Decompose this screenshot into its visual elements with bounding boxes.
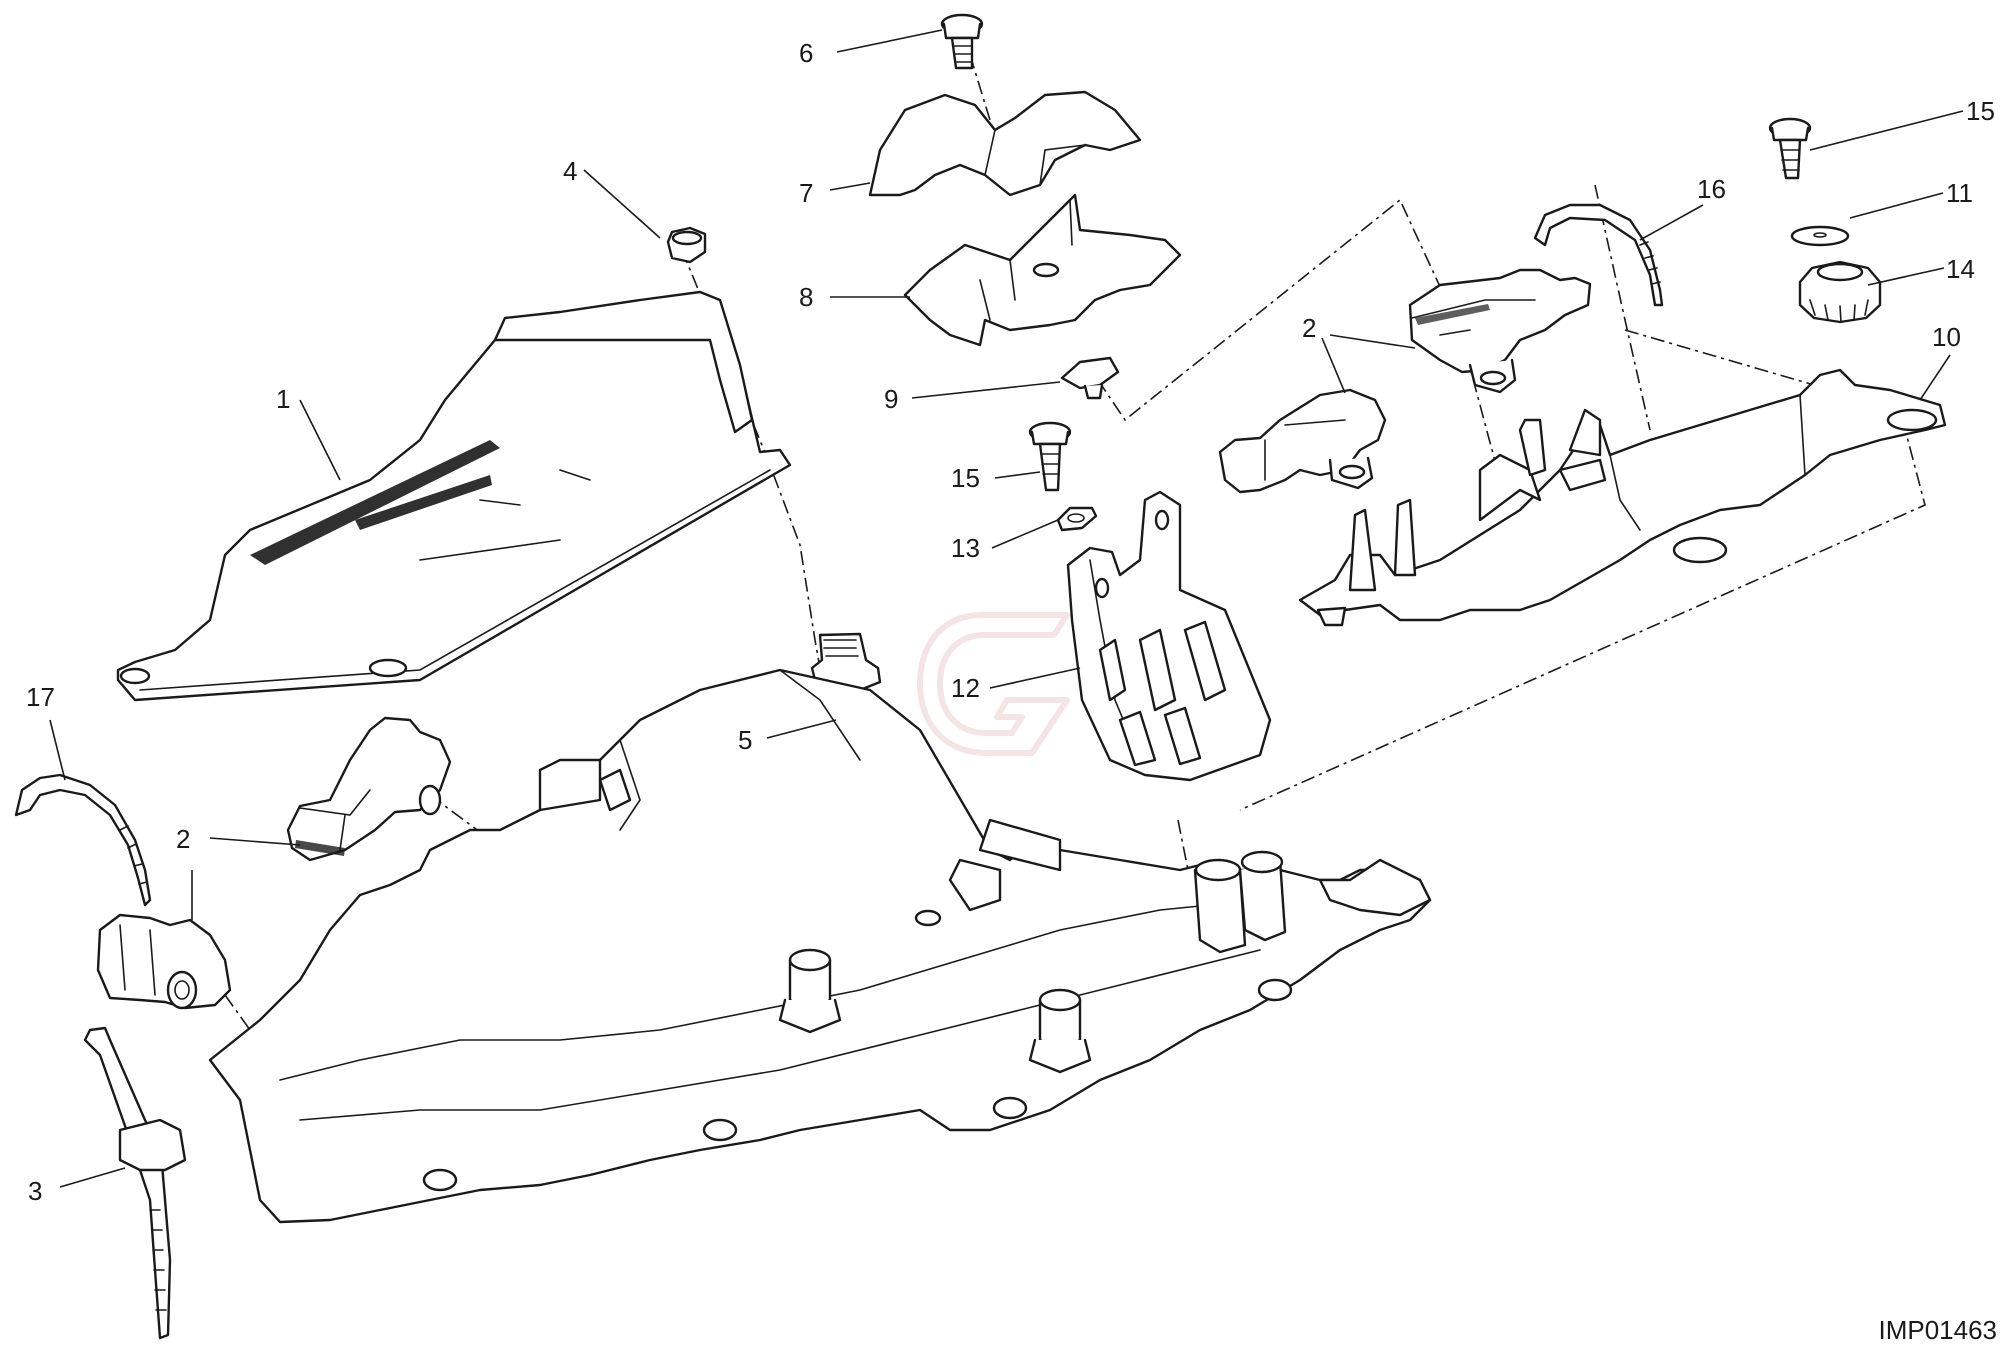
clip xyxy=(1060,356,1120,400)
frame-boss-2 xyxy=(1028,988,1092,1074)
frame-hole-4 xyxy=(1257,978,1293,1002)
frame-hole-2 xyxy=(702,1118,738,1142)
screw-middle xyxy=(1028,421,1072,492)
callout-13: 13 xyxy=(951,533,980,563)
ecu-cover xyxy=(116,290,792,702)
callout-5: 5 xyxy=(738,725,752,755)
frame-boss-3 xyxy=(1193,850,1287,954)
pressure-sensor-right-upper xyxy=(1408,268,1592,394)
washer-right xyxy=(1790,225,1850,247)
screw-top xyxy=(940,13,984,70)
callout-16: 16 xyxy=(1697,174,1726,204)
leader-lines xyxy=(49,29,1964,1188)
upper-clamp xyxy=(868,90,1142,197)
callouts: 1 2 2 3 4 5 6 7 8 9 10 11 12 13 14 15 15… xyxy=(26,38,1995,1206)
callout-2-right: 2 xyxy=(1302,313,1316,343)
frame-boss-1 xyxy=(778,948,842,1034)
small-washer xyxy=(1056,506,1098,532)
callout-4: 4 xyxy=(563,156,577,186)
sensor-left-lower xyxy=(96,913,232,1010)
callout-15-middle: 15 xyxy=(951,463,980,493)
frame-hole-5 xyxy=(914,909,942,927)
callout-1: 1 xyxy=(276,384,290,414)
pressure-sensor-right-lower xyxy=(1218,388,1387,494)
screw-right xyxy=(1768,117,1812,180)
callout-9: 9 xyxy=(884,384,898,414)
lower-clamp xyxy=(903,193,1182,347)
flange-nut xyxy=(666,226,707,264)
bracket xyxy=(1298,368,1947,627)
callout-7: 7 xyxy=(799,178,813,208)
strap-right xyxy=(1533,203,1664,307)
sensor-left-upper xyxy=(286,716,452,862)
callout-10: 10 xyxy=(1932,322,1961,352)
callout-11: 11 xyxy=(1946,178,1973,208)
callout-6: 6 xyxy=(799,38,813,68)
callout-8: 8 xyxy=(799,282,813,312)
fuse-holder xyxy=(1066,490,1272,782)
strap-left xyxy=(14,773,152,907)
callout-15-right: 15 xyxy=(1966,96,1995,126)
frame-hole-1 xyxy=(422,1168,458,1192)
callout-14: 14 xyxy=(1946,254,1975,284)
main-subframe xyxy=(208,668,1432,1224)
callout-3: 3 xyxy=(28,1176,42,1206)
cable-tie xyxy=(83,1026,187,1340)
callout-17: 17 xyxy=(26,682,55,712)
drawing-code: IMP01463 xyxy=(1878,1315,1997,1345)
frame-hole-3 xyxy=(992,1096,1028,1120)
callout-12: 12 xyxy=(951,673,980,703)
grommet-nut xyxy=(1798,260,1882,324)
watermark-logo-icon xyxy=(917,612,1070,756)
callout-2-left: 2 xyxy=(176,824,190,854)
